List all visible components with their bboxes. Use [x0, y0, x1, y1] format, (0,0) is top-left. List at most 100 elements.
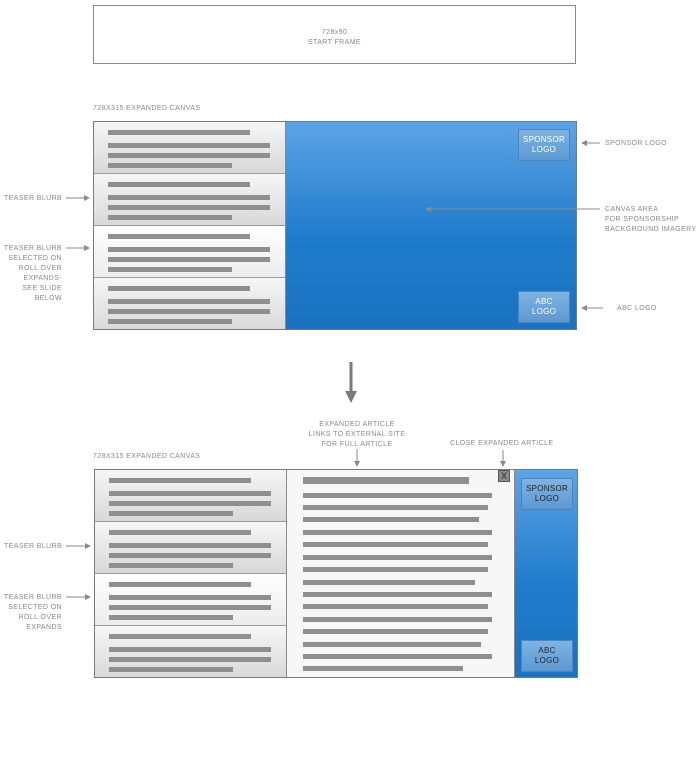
teaser-line-placeholder [108, 215, 232, 220]
annotation-line: FOR FULL ARTICLE [321, 441, 393, 448]
sponsor-logo[interactable]: SPONSOR LOGO [521, 478, 573, 510]
article-line-placeholder [303, 654, 492, 659]
annotation-line: BELOW [34, 295, 62, 302]
annotation-line: SELECTED ON [8, 604, 62, 611]
teaser-headline-placeholder [109, 530, 251, 535]
annotation-teaser-blurb-1: TEASER BLURB [4, 195, 63, 202]
teaser-line-placeholder [108, 309, 270, 314]
teaser-headline-placeholder [108, 286, 250, 291]
teaser-line-placeholder [108, 195, 270, 200]
annotation-line: ROLL OVER [18, 614, 62, 621]
teaser-line-placeholder [109, 511, 233, 516]
teaser-line-placeholder [109, 615, 233, 620]
teaser-blurb[interactable] [95, 470, 287, 522]
teaser-blurb[interactable] [94, 278, 286, 329]
annotation-line: TEASER BLURB [3, 594, 62, 601]
article-line-placeholder [303, 530, 492, 535]
teaser-line-placeholder [109, 563, 233, 568]
teaser-headline-placeholder [108, 234, 250, 239]
abc-logo[interactable]: ABC LOGO [521, 640, 573, 672]
teaser-line-placeholder [109, 595, 271, 600]
sponsor-logo-line2: LOGO [531, 145, 557, 154]
expanded-canvas-1: SPONSOR LOGO ABC LOGO [93, 121, 577, 330]
article-line-placeholder [303, 604, 488, 609]
teaser-blurb[interactable] [95, 626, 287, 677]
teaser-line-placeholder [109, 657, 271, 662]
sponsorship-canvas-area: SPONSOR LOGO ABC LOGO [515, 470, 577, 677]
annotation-sponsor-logo: SPONSOR LOGO [605, 140, 667, 147]
teaser-line-placeholder [109, 647, 271, 652]
abc-logo-line1: ABC [538, 646, 556, 655]
abc-logo-line2: LOGO [531, 307, 557, 316]
annotation-close-expanded: CLOSE EXPANDED ARTICLE [450, 440, 554, 447]
teaser-blurb[interactable] [94, 122, 286, 174]
start-frame-title: START FRAME [307, 39, 362, 46]
article-line-placeholder [303, 505, 488, 510]
teaser-line-placeholder [109, 491, 271, 496]
article-line-placeholder [303, 580, 475, 585]
annotation-canvas-area-line: CANVAS AREA [605, 206, 659, 213]
teaser-blurb-selected[interactable] [94, 226, 286, 278]
close-article-button[interactable]: X [498, 470, 510, 482]
teaser-headline-placeholder [109, 634, 251, 639]
teaser-headline-placeholder [108, 130, 250, 135]
article-line-placeholder [303, 493, 492, 498]
sponsor-logo[interactable]: SPONSOR LOGO [518, 129, 570, 161]
teaser-blurb[interactable] [94, 174, 286, 226]
teaser-line-placeholder [108, 319, 232, 324]
teaser-line-placeholder [109, 501, 271, 506]
abc-logo[interactable]: ABC LOGO [518, 291, 570, 323]
article-line-placeholder [303, 592, 492, 597]
teaser-blurb[interactable] [95, 522, 287, 574]
teaser-headline-placeholder [109, 478, 251, 483]
teaser-line-placeholder [109, 667, 233, 672]
teaser-line-placeholder [108, 163, 232, 168]
article-line-placeholder [303, 542, 488, 547]
annotation-line: SELECTED ON [8, 255, 62, 262]
article-line-placeholder [303, 617, 492, 622]
annotation-canvas-area-line: FOR SPONSORSHIP [605, 216, 680, 223]
teaser-headline-placeholder [108, 182, 250, 187]
teaser-line-placeholder [108, 247, 270, 252]
teaser-line-placeholder [109, 553, 271, 558]
teaser-line-placeholder [108, 143, 270, 148]
annotation-canvas-area-line: BACKGROUND IMAGERY [605, 226, 697, 233]
annotation-canvas-area: CANVAS AREA FOR SPONSORSHIP BACKGROUND I… [605, 205, 696, 235]
article-line-placeholder [303, 555, 492, 560]
article-line-placeholder [303, 517, 479, 522]
sponsor-logo-line1: SPONSOR [522, 135, 566, 144]
expanded-article[interactable]: X [287, 470, 515, 677]
annotation-line: LINKS TO EXTERNAL SITE [308, 431, 406, 438]
teaser-line-placeholder [108, 257, 270, 262]
start-frame-size: 728x90 [321, 29, 348, 36]
abc-logo-line2: LOGO [534, 656, 560, 665]
article-line-placeholder [303, 629, 488, 634]
article-line-placeholder [303, 642, 481, 647]
canvas1-label: 728x315 EXPANDED CANVAS [93, 105, 201, 112]
annotation-line: ROLL OVER [18, 265, 62, 272]
teaser-line-placeholder [108, 267, 232, 272]
article-headline-placeholder [303, 477, 469, 484]
canvas2-label: 728x315 EXPANDED CANVAS [93, 453, 201, 460]
teaser-line-placeholder [108, 299, 270, 304]
teaser-headline-placeholder [109, 582, 251, 587]
start-frame: 728x90 START FRAME [93, 5, 576, 64]
teaser-line-placeholder [108, 153, 270, 158]
teaser-line-placeholder [108, 205, 270, 210]
sponsor-logo-line2: LOGO [534, 494, 560, 503]
annotation-line: EXPANDED ARTICLE [319, 421, 395, 428]
article-line-placeholder [303, 666, 463, 671]
article-line-placeholder [303, 567, 488, 572]
expanded-canvas-2: X SPONSOR LOGO ABC LOGO [94, 469, 578, 678]
annotation-expanded-article: EXPANDED ARTICLE LINKS TO EXTERNAL SITE … [297, 420, 417, 450]
annotation-line: TEASER BLURB [3, 245, 62, 252]
sponsorship-canvas-area: SPONSOR LOGO ABC LOGO [286, 122, 576, 329]
annotation-line: EXPANDS- [23, 275, 62, 282]
annotation-teaser-blurb-2: TEASER BLURB [4, 543, 63, 550]
abc-logo-line1: ABC [535, 297, 553, 306]
teaser-line-placeholder [109, 543, 271, 548]
teaser-blurb-selected[interactable] [95, 574, 287, 626]
annotation-line: EXPANDS [26, 624, 62, 631]
sponsor-logo-line1: SPONSOR [525, 484, 569, 493]
